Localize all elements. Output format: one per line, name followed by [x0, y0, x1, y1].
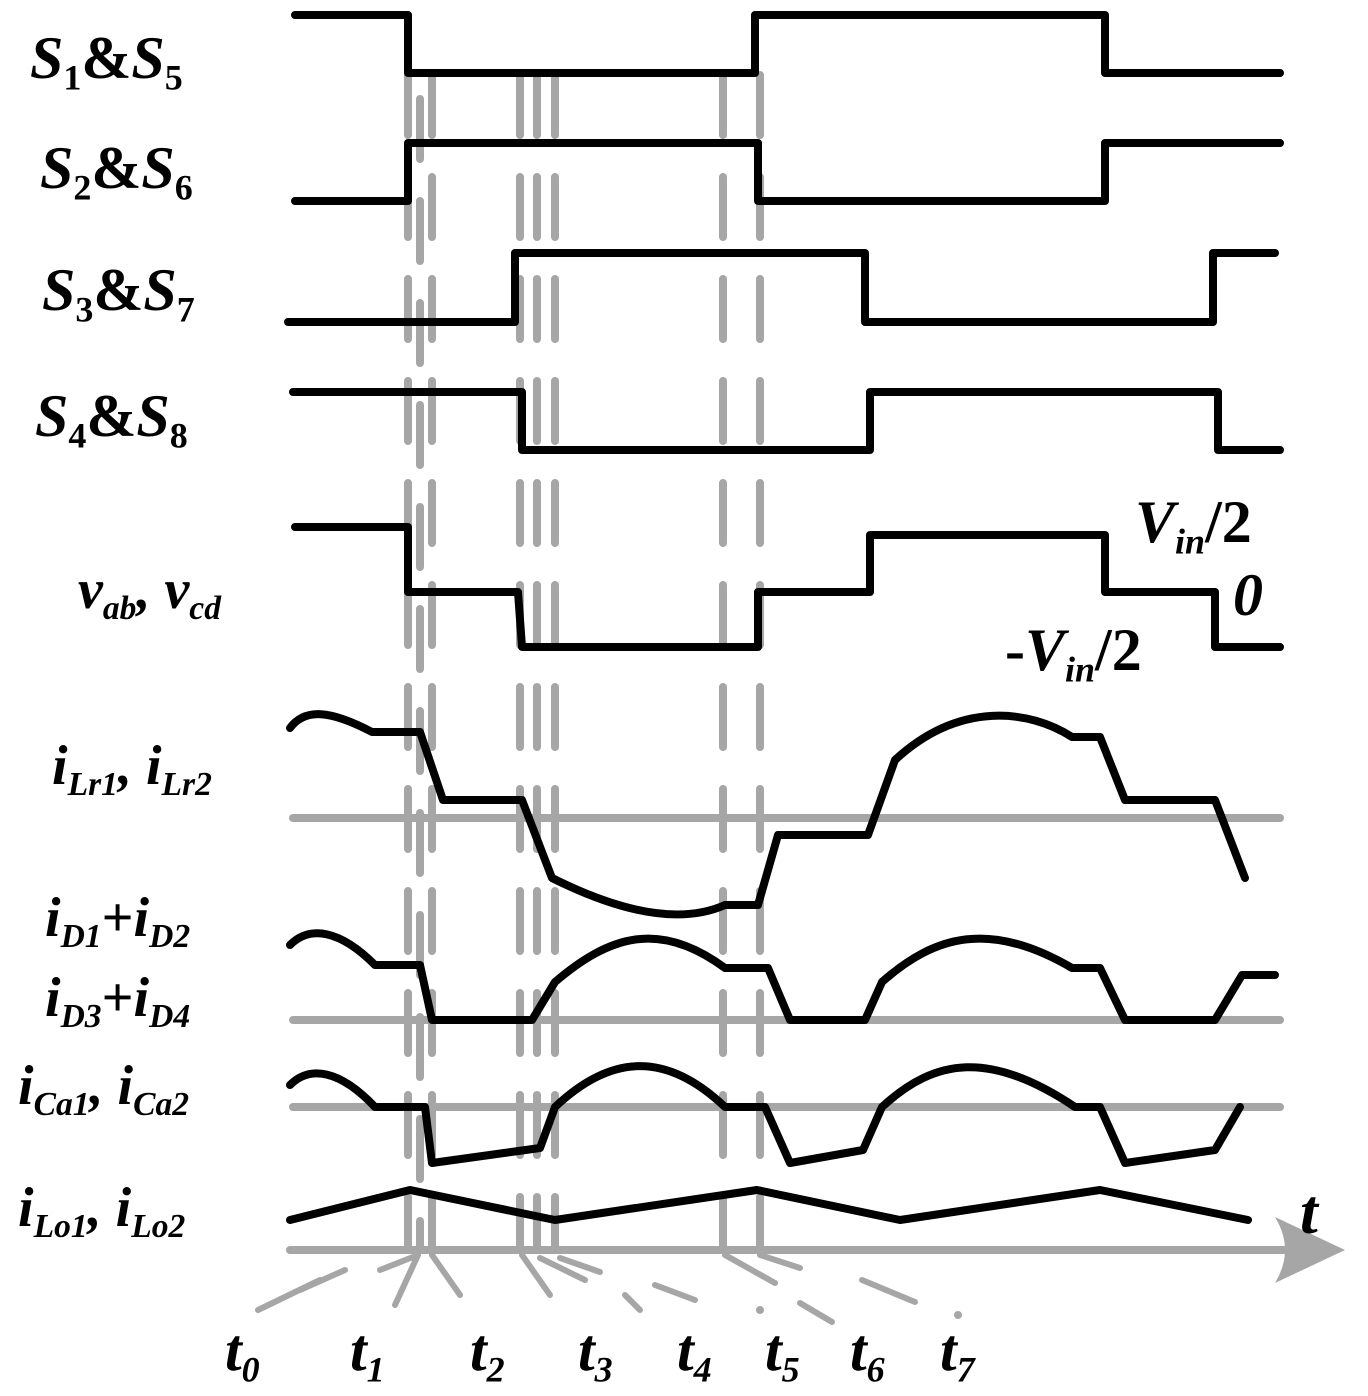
label-t3: t3 — [578, 1317, 613, 1390]
pointer-t1-b — [377, 1252, 421, 1273]
label-t1: t1 — [350, 1317, 385, 1390]
time-pointer-lines — [255, 1252, 962, 1325]
waveform-ilo — [286, 1186, 1252, 1224]
label-ilo: iLo1, iLo2 — [18, 1177, 186, 1245]
pointer-t6-b — [797, 1300, 835, 1325]
label-t4: t4 — [677, 1317, 712, 1390]
label-vin-pos: Vin/2 — [1135, 489, 1252, 562]
pointer-t5 — [722, 1252, 778, 1286]
label-t2: t2 — [470, 1317, 505, 1390]
label-t5: t5 — [765, 1317, 800, 1390]
pointer-t3 — [519, 1252, 553, 1298]
pointer-t2 — [429, 1252, 463, 1298]
pointer-t1 — [392, 1252, 421, 1308]
waveform-ilr — [286, 710, 1249, 919]
pointer-t4-a — [557, 1255, 603, 1275]
pointer-t4-c — [652, 1282, 698, 1303]
label-s2-s6: S2&S6 — [40, 135, 193, 208]
signal-waveforms — [284, 11, 1284, 1224]
waveform-id — [286, 929, 1279, 1024]
pointer-t4-b — [622, 1292, 643, 1313]
label-t6: t6 — [850, 1317, 885, 1390]
pointer-t7 — [859, 1277, 918, 1305]
label-s4-s8: S4&S8 — [35, 383, 188, 456]
label-t7: t7 — [940, 1317, 975, 1390]
label-s1-s5: S1&S5 — [30, 25, 183, 98]
label-id12: iD1+iD2 — [45, 887, 191, 955]
waveform-s1-s5 — [291, 11, 1284, 77]
label-ilr: iLr1, iLr2 — [52, 735, 212, 803]
waveform-s3-s7 — [284, 249, 1279, 326]
label-t0: t0 — [225, 1317, 260, 1390]
pointer-t7-dot — [954, 1311, 962, 1319]
time-axis-arrow-icon — [1275, 1217, 1345, 1283]
pointer-t5-dot — [756, 1306, 764, 1314]
waveform-vab-vcd — [291, 523, 1284, 651]
label-id34: iD3+iD4 — [45, 967, 191, 1035]
label-vin-neg: -Vin/2 — [1005, 617, 1142, 690]
waveform-s2-s6 — [291, 139, 1284, 205]
pointer-t3-b — [537, 1255, 588, 1283]
waveform-ica — [286, 1062, 1244, 1167]
label-time-axis: t — [1300, 1176, 1318, 1247]
pointer-t0-b — [297, 1267, 348, 1293]
pointer-t6-a — [757, 1252, 803, 1271]
label-ica: iCa1, iCa2 — [18, 1055, 190, 1123]
label-zero: 0 — [1233, 562, 1263, 628]
label-vab-vcd: vab, vcd — [78, 559, 221, 627]
waveform-s4-s8 — [289, 388, 1284, 454]
label-s3-s7: S3&S7 — [42, 257, 195, 330]
